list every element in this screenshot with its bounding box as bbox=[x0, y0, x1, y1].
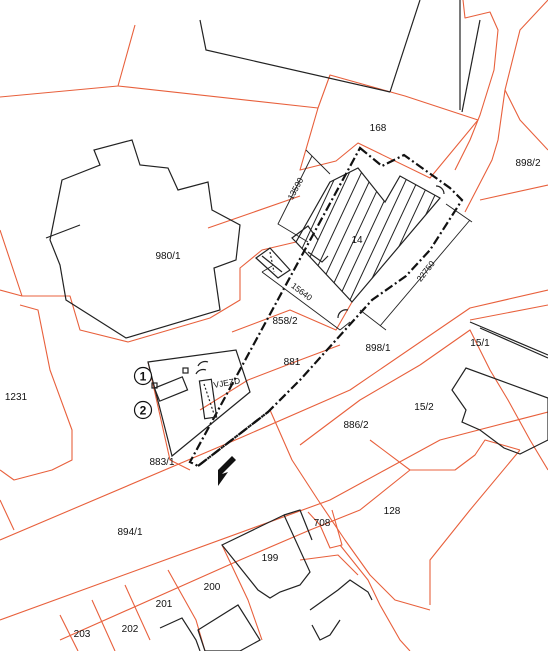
building-200 bbox=[197, 604, 261, 651]
marker-2: 2 bbox=[133, 400, 153, 420]
label-858-2: 858/2 bbox=[272, 316, 297, 327]
parcel-labels: 168 898/2 980/1 14 858/2 881 898/1 15/1 … bbox=[5, 123, 541, 640]
entrance-label: VJEZD bbox=[213, 375, 241, 390]
dimension-13590: 13590 bbox=[285, 176, 305, 202]
svg-text:1: 1 bbox=[140, 370, 147, 384]
label-15-2: 15/2 bbox=[414, 402, 434, 413]
label-203: 203 bbox=[74, 629, 91, 640]
svg-text:2: 2 bbox=[140, 404, 147, 418]
label-201: 201 bbox=[156, 599, 173, 610]
label-894-1: 894/1 bbox=[117, 527, 142, 538]
label-898-1: 898/1 bbox=[365, 343, 390, 354]
label-881: 881 bbox=[284, 357, 301, 368]
marker-1: 1 bbox=[133, 366, 153, 386]
dimension-15640: 15640 bbox=[289, 280, 314, 302]
label-898-2: 898/2 bbox=[515, 158, 540, 169]
access-arrow-icon bbox=[218, 456, 236, 486]
shed bbox=[255, 247, 291, 279]
site-access-detail bbox=[147, 349, 251, 458]
label-15-1: 15/1 bbox=[470, 338, 490, 349]
dimension-lines bbox=[261, 149, 473, 331]
label-883-1: 883/1 bbox=[149, 457, 174, 468]
label-980-1: 980/1 bbox=[155, 251, 180, 262]
label-199: 199 bbox=[262, 553, 279, 564]
parking-space-2 bbox=[198, 378, 218, 420]
label-168: 168 bbox=[370, 123, 387, 134]
building-199 bbox=[221, 514, 311, 599]
label-886-2: 886/2 bbox=[343, 420, 368, 431]
label-14: 14 bbox=[351, 235, 363, 246]
label-708: 708 bbox=[314, 518, 331, 529]
label-128: 128 bbox=[384, 506, 401, 517]
label-1231: 1231 bbox=[5, 392, 28, 403]
building-15-2 bbox=[451, 367, 548, 455]
label-202: 202 bbox=[122, 624, 139, 635]
parking-space-1 bbox=[153, 376, 189, 402]
entrance-area bbox=[147, 349, 251, 458]
site-boundary bbox=[188, 146, 464, 468]
label-200: 200 bbox=[204, 582, 221, 593]
building-980-1 bbox=[49, 139, 241, 339]
